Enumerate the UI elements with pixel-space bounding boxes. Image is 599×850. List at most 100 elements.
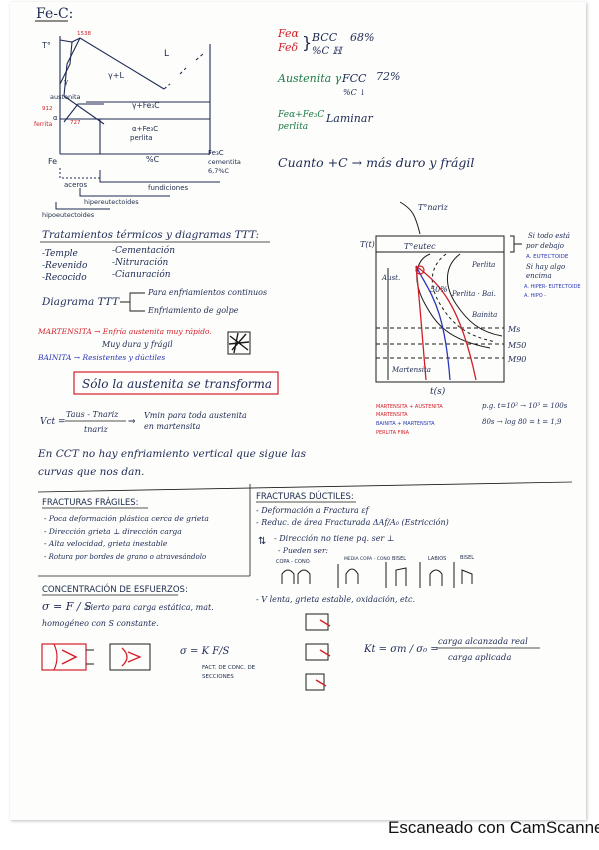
ttt-cooling-red	[415, 265, 427, 381]
ttt-perlita-bai: Perlita · Bai.	[451, 290, 496, 298]
ttt-teutec: T°eutec	[404, 242, 436, 251]
secciones-label: SECCIONES	[202, 674, 234, 680]
label-727: 727	[70, 120, 81, 126]
label-912: 912	[42, 106, 53, 112]
label-fe: Fe	[48, 157, 57, 166]
brace: }	[302, 33, 312, 52]
label-austenita: austenita	[50, 93, 81, 101]
side-note-1: Si todo está	[528, 232, 570, 240]
ductiles-item-1: - Deformación a Fractura εf	[256, 506, 371, 515]
ttt-bainita: Bainita	[471, 311, 497, 319]
bcc: BCC	[311, 31, 338, 44]
bainita-line: BAINITA → Resistentes y dúctiles	[37, 353, 165, 362]
ttt-perlita: Perlita	[471, 261, 495, 269]
ttt-legend-2: MARTENSITA	[376, 412, 408, 418]
treatment-recocido: -Recocido	[42, 273, 87, 283]
ductiles-item-4: - Pueden ser:	[278, 546, 329, 555]
tratamientos-title: Tratamientos térmicos y diagramas TTT:	[42, 229, 259, 241]
boxed-statement: Sólo la austenita se transforma	[82, 377, 272, 391]
label-liquid: L	[164, 49, 169, 59]
ttt-cooling-blue	[415, 265, 451, 381]
ductile-shapes	[281, 562, 473, 588]
ttt-arrows	[120, 292, 145, 312]
ttt-m50: M50	[507, 341, 526, 350]
boxed-statement-frame	[73, 371, 279, 395]
label-fe3c: Fe₃C	[208, 149, 224, 157]
label-aceros: aceros	[64, 181, 87, 189]
scanner-footer: Escaneado con CamScanner	[388, 818, 599, 837]
fragiles-item-3: - Alta velocidad, grieta inestable	[44, 539, 168, 548]
kt-eq: Kt = σm / σ₀ =	[363, 644, 439, 655]
ttt-nariz: T°nariz	[418, 203, 449, 212]
type-copa-cono: COPA - CONO	[276, 559, 310, 565]
label-gamma: γ	[64, 78, 68, 86]
ductiles-item-2: - Reduc. de área Fracturada ΔAf/A₀ (Estr…	[256, 518, 449, 527]
vct-note1: Vmin para toda austenita	[144, 411, 247, 420]
perlita-line2: perlita	[278, 122, 308, 132]
carbon-range-brackets	[55, 168, 220, 210]
fragiles-title: FRACTURAS FRÁGILES:	[42, 496, 139, 508]
treatment-cementacion: -Cementación	[112, 245, 175, 256]
side-note-2: por debajo	[526, 242, 564, 250]
austenita-gamma: Austenita γ	[277, 72, 342, 85]
cct-line1: En CCT no hay enfriamiento vertical que …	[37, 448, 307, 460]
ttt-axis: t(s)	[430, 386, 446, 397]
separator-1	[37, 481, 573, 493]
axis-temp-label: T°	[41, 41, 51, 50]
vct-prefix: Vct =	[40, 417, 66, 427]
ttt-legend-1: MARTENSITA + AUSTENITA	[376, 404, 443, 410]
pct-c-h: %C ℍ	[312, 46, 343, 57]
fragiles-item-2: - Dirección grieta ⊥ dirección carga	[44, 527, 182, 536]
fe-delta: Feδ	[277, 41, 299, 54]
fcc: FCC	[341, 72, 367, 85]
notch-sketch-right	[109, 643, 151, 671]
microstructure-sketch	[227, 331, 251, 355]
fragiles-item-1: - Poca deformación plástica cerca de gri…	[44, 514, 209, 523]
fec-phase-diagram	[59, 36, 211, 155]
label-hipoeutectoides: hipoeutectoides	[42, 211, 95, 219]
ttt-legend-4: PERLITA FINA	[376, 430, 410, 436]
fragiles-item-4: - Rotura por bordes de grano o atravesán…	[44, 553, 206, 561]
notebook-sheet: Fe-C: T° L γ+L austenita γ γ+Fe₃C α+Fe₃C…	[10, 2, 586, 820]
label-67c: 6,7%C	[208, 167, 230, 175]
sheet-drawing: Fe-C: T° L γ+L austenita γ γ+Fe₃C α+Fe₃C…	[34, 6, 581, 691]
fcc-pct: 72%	[376, 70, 400, 83]
label-ferrita: ferrita	[34, 121, 53, 128]
vct-note2: en martensita	[144, 422, 201, 431]
ttt-branch1: Para enfriamientos continuos	[147, 288, 267, 297]
notch-sketch-left	[41, 643, 94, 671]
ttt-pct50: 50%	[430, 285, 448, 294]
perlita-line1: Feα+Fe₃C	[277, 110, 324, 120]
bcc-pct: 68%	[350, 31, 374, 44]
ttt-branch2: Enfriamiento de golpe	[147, 306, 239, 315]
side-note-5: encima	[526, 272, 552, 280]
ttt-pg-line2: 80s → log 80 = t = 1,9	[482, 418, 562, 426]
label-gamma-l: γ+L	[108, 71, 124, 80]
fcc-note: %C ↓	[343, 88, 366, 97]
page-title: Fe-C:	[36, 6, 73, 22]
fe-alpha: Feα	[277, 27, 300, 40]
ttt-martensita: Martensita	[391, 366, 431, 374]
sigma-k: σ = K F/S	[180, 646, 230, 657]
martensita-line2: Muy dura y frágil	[101, 340, 173, 349]
concentracion-title: CONCENTRACIÓN DE ESFUERZOS:	[42, 583, 188, 595]
kt-num: carga alcanzada real	[438, 637, 528, 647]
type-bisel-2: BISEL	[460, 555, 474, 561]
type-labios: LABIOS	[428, 556, 446, 562]
treatment-temple: -Temple	[42, 249, 78, 259]
fact-label: FACT. DE CONC. DE	[202, 665, 256, 671]
ttt-diagram	[375, 201, 522, 383]
ttt-pg-line1: p.g. t=10² → 10³ = 100s	[482, 402, 568, 410]
label-perlita: perlita	[130, 134, 153, 142]
sigma-line2: homogéneo con S constante.	[42, 619, 159, 628]
side-note-3: A. EUTECTOIDE	[526, 254, 569, 260]
cct-line2: curvas que nos dan.	[38, 466, 145, 478]
vct-arrow: ⇒	[128, 417, 136, 427]
ductile-types: COPA - CONO MEDIA COPA - CONO BISEL LABI…	[276, 555, 474, 565]
specimen-sketches	[305, 613, 331, 691]
sigma-note: cierto para carga estática, mat.	[86, 603, 214, 612]
arrow-up-icon: ⇅	[258, 536, 266, 547]
martensita-line1: MARTENSITA → Enfría austenita muy rápido…	[37, 327, 212, 336]
label-cementita: cementita	[208, 158, 241, 166]
treatment-nitruracion: -Nitruración	[112, 257, 169, 268]
